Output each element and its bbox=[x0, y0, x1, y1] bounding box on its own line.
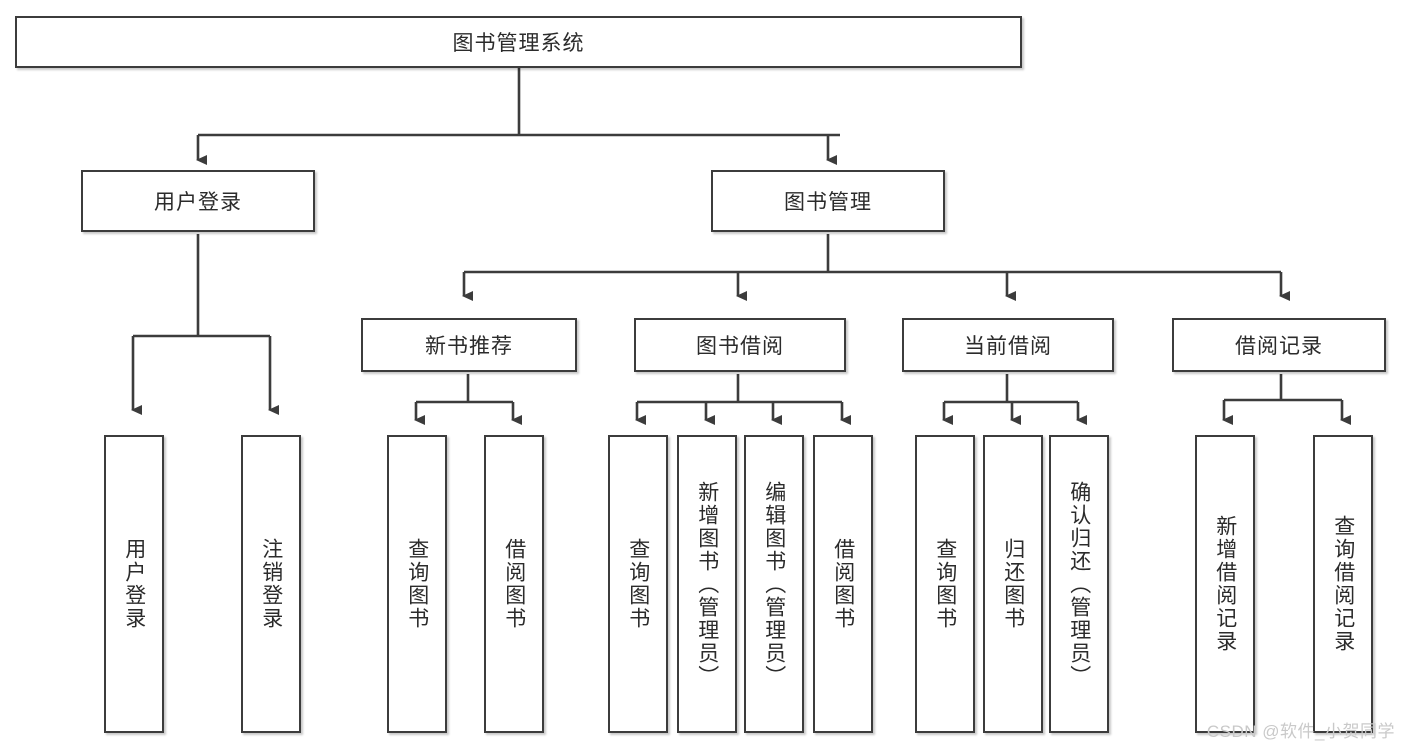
node-label: 确认归还（管理员） bbox=[1067, 480, 1091, 688]
node-label: 编辑图书（管理员） bbox=[762, 480, 786, 688]
node-label: 用户登录 bbox=[154, 191, 242, 214]
node-label: 借阅图书 bbox=[831, 538, 855, 630]
node-label: 图书管理 bbox=[784, 191, 872, 214]
node-label: 查询图书 bbox=[405, 538, 429, 630]
leaf-borrow-add-book-admin[interactable]: 新增图书（管理员） bbox=[677, 435, 737, 733]
node-current-borrow[interactable]: 当前借阅 bbox=[902, 318, 1114, 372]
node-label: 借阅记录 bbox=[1235, 335, 1323, 358]
node-label: 借阅图书 bbox=[502, 538, 526, 630]
node-label: 新增图书（管理员） bbox=[695, 480, 719, 688]
leaf-borrow-query-book[interactable]: 查询图书 bbox=[608, 435, 668, 733]
node-label: 当前借阅 bbox=[964, 335, 1052, 358]
leaf-current-return-book[interactable]: 归还图书 bbox=[983, 435, 1043, 733]
node-label: 注销登录 bbox=[259, 538, 283, 630]
leaf-record-add-borrow-record[interactable]: 新增借阅记录 bbox=[1195, 435, 1255, 733]
node-label: 查询借阅记录 bbox=[1331, 515, 1355, 653]
leaf-recommend-query-book[interactable]: 查询图书 bbox=[387, 435, 447, 733]
leaf-logout[interactable]: 注销登录 bbox=[241, 435, 301, 733]
watermark: CSDN @软件_小贺同学 bbox=[1206, 722, 1395, 741]
leaf-user-login[interactable]: 用户登录 bbox=[104, 435, 164, 733]
node-root-system[interactable]: 图书管理系统 bbox=[15, 16, 1022, 68]
node-book-borrow[interactable]: 图书借阅 bbox=[634, 318, 846, 372]
node-label: 图书管理系统 bbox=[452, 32, 585, 55]
leaf-borrow-borrow-book[interactable]: 借阅图书 bbox=[813, 435, 873, 733]
leaf-current-confirm-return-admin[interactable]: 确认归还（管理员） bbox=[1049, 435, 1109, 733]
node-label: 新增借阅记录 bbox=[1213, 515, 1237, 653]
node-label: 查询图书 bbox=[626, 538, 650, 630]
node-new-book-recommend[interactable]: 新书推荐 bbox=[361, 318, 577, 372]
leaf-recommend-borrow-book[interactable]: 借阅图书 bbox=[484, 435, 544, 733]
node-book-management[interactable]: 图书管理 bbox=[711, 170, 945, 232]
node-label: 用户登录 bbox=[122, 538, 146, 630]
leaf-record-query-borrow-record[interactable]: 查询借阅记录 bbox=[1313, 435, 1373, 733]
node-borrow-record[interactable]: 借阅记录 bbox=[1172, 318, 1386, 372]
node-user-login[interactable]: 用户登录 bbox=[81, 170, 315, 232]
node-label: 图书借阅 bbox=[696, 335, 784, 358]
leaf-borrow-edit-book-admin[interactable]: 编辑图书（管理员） bbox=[744, 435, 804, 733]
leaf-current-query-book[interactable]: 查询图书 bbox=[915, 435, 975, 733]
node-label: 查询图书 bbox=[933, 538, 957, 630]
node-label: 新书推荐 bbox=[425, 335, 513, 358]
node-label: 归还图书 bbox=[1001, 538, 1025, 630]
